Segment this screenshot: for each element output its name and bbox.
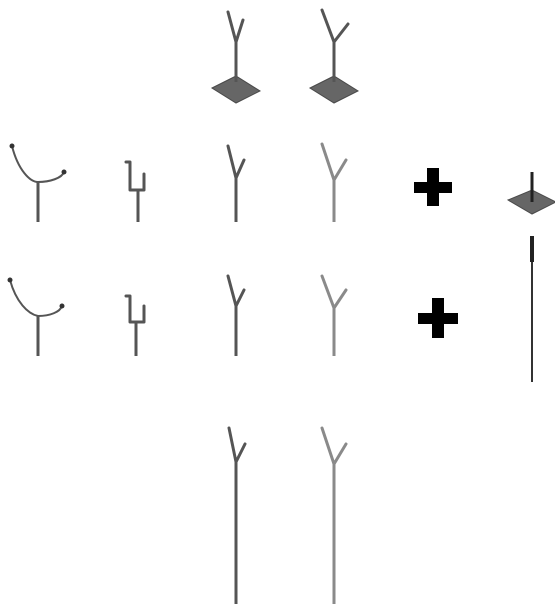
plus-sign-a xyxy=(414,168,452,206)
fork-arms xyxy=(226,10,245,44)
square-fork-a xyxy=(124,160,146,222)
fork-arms xyxy=(320,426,348,466)
plus-vertical-bar xyxy=(432,298,444,338)
curved-arms xyxy=(11,145,65,183)
plate-with-post xyxy=(506,172,555,215)
curved-fork-a xyxy=(9,143,67,222)
fork-arms xyxy=(320,274,348,310)
y-fork-c xyxy=(226,274,246,356)
curved-arms xyxy=(9,279,63,317)
tall-y-fork-b xyxy=(320,426,348,604)
square-arms xyxy=(124,160,146,192)
y-fork-on-plate-b xyxy=(308,8,360,104)
base-plate xyxy=(308,75,360,104)
y-fork-d xyxy=(320,274,348,356)
y-fork-a xyxy=(226,144,246,222)
y-fork-b xyxy=(320,142,348,222)
plus-sign-b xyxy=(418,298,458,338)
end-knob xyxy=(59,303,65,309)
base-plate xyxy=(210,75,262,104)
end-knob xyxy=(9,143,15,149)
fork-arms xyxy=(226,274,246,308)
y-fork-on-plate-a xyxy=(210,10,262,104)
square-fork-b xyxy=(124,294,146,356)
end-knob xyxy=(61,169,67,175)
curved-fork-b xyxy=(7,277,65,356)
plus-vertical-bar xyxy=(427,168,439,206)
fork-arms xyxy=(227,426,247,464)
end-knob xyxy=(7,277,13,283)
fork-arms xyxy=(320,8,350,44)
square-arms xyxy=(124,294,146,324)
fork-arms xyxy=(226,144,246,180)
tall-y-fork-a xyxy=(227,426,247,604)
fork-arms xyxy=(320,142,348,182)
